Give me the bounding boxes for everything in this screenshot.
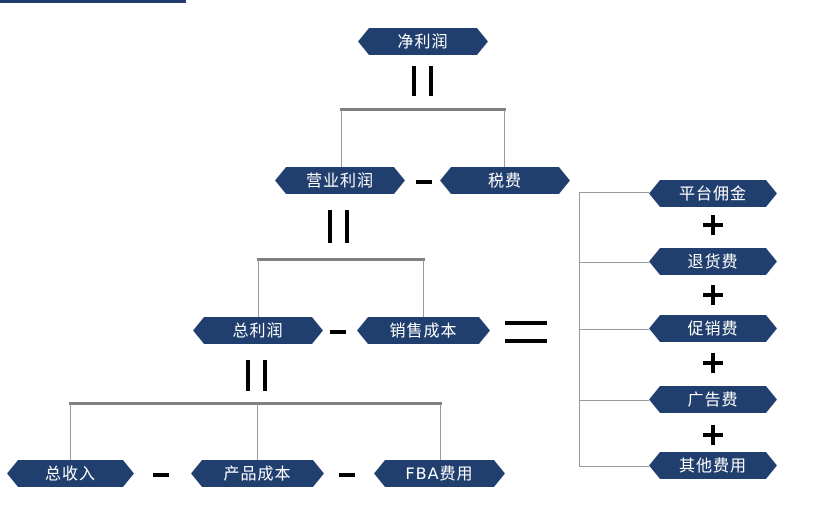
node-gross-profit: 总利润 <box>193 317 323 344</box>
plus-sign <box>703 425 723 445</box>
bracket-tick-ad-fee <box>579 400 649 401</box>
node-platform-commission-label: 平台佣金 <box>678 184 747 203</box>
connector-drop-fba-fee <box>440 404 441 462</box>
minus-sign <box>330 330 346 334</box>
node-fba-fee: FBA费用 <box>374 460 505 487</box>
node-selling-cost-label: 销售成本 <box>389 321 458 340</box>
node-tax-label: 税费 <box>487 171 522 190</box>
plus-sign <box>703 285 723 305</box>
node-product-cost-label: 产品成本 <box>223 464 292 483</box>
connector-drop-total-revenue <box>70 404 71 462</box>
node-gross-profit-label: 总利润 <box>232 321 284 340</box>
node-ad-fee-label: 广告费 <box>687 390 739 409</box>
top-accent-bar <box>0 0 186 3</box>
node-net-profit-label: 净利润 <box>397 32 449 51</box>
bracket-tick-platform-commission <box>579 192 649 193</box>
node-tax: 税费 <box>440 167 570 194</box>
equals-sign-horizontal <box>505 321 547 343</box>
node-selling-cost: 销售成本 <box>357 317 490 344</box>
node-fba-fee-label: FBA费用 <box>405 464 474 483</box>
bracket-tick-promotion-fee <box>579 329 649 330</box>
node-product-cost: 产品成本 <box>191 460 324 487</box>
node-other-fees: 其他费用 <box>649 452 777 479</box>
connector-bar-level1 <box>340 108 506 111</box>
node-return-fee: 退货费 <box>649 248 777 275</box>
connector-bar-level2 <box>257 258 425 261</box>
minus-sign <box>416 180 432 184</box>
node-total-revenue: 总收入 <box>7 460 134 487</box>
node-promotion-fee-label: 促销费 <box>687 319 739 338</box>
node-platform-commission: 平台佣金 <box>649 180 777 207</box>
node-net-profit: 净利润 <box>358 28 488 55</box>
node-operating-profit-label: 营业利润 <box>305 171 374 190</box>
connector-bar-level3 <box>69 402 442 405</box>
connector-drop-operating-profit <box>341 110 342 168</box>
node-operating-profit: 营业利润 <box>275 167 405 194</box>
node-promotion-fee: 促销费 <box>649 315 777 342</box>
equals-sign-vertical <box>246 360 267 391</box>
equals-sign-vertical <box>328 210 349 243</box>
plus-sign <box>703 215 723 235</box>
bracket-tick-other-fees <box>579 466 649 467</box>
connector-drop-selling-cost <box>423 260 424 318</box>
connector-drop-product-cost <box>257 404 258 462</box>
connector-drop-tax <box>504 110 505 168</box>
equals-sign-vertical <box>412 66 433 96</box>
node-ad-fee: 广告费 <box>649 386 777 413</box>
minus-sign <box>339 473 355 477</box>
node-other-fees-label: 其他费用 <box>678 456 747 475</box>
node-return-fee-label: 退货费 <box>687 252 739 271</box>
minus-sign <box>153 473 169 477</box>
node-total-revenue-label: 总收入 <box>44 464 96 483</box>
plus-sign <box>703 353 723 373</box>
connector-drop-gross-profit <box>258 260 259 318</box>
bracket-tick-return-fee <box>579 262 649 263</box>
